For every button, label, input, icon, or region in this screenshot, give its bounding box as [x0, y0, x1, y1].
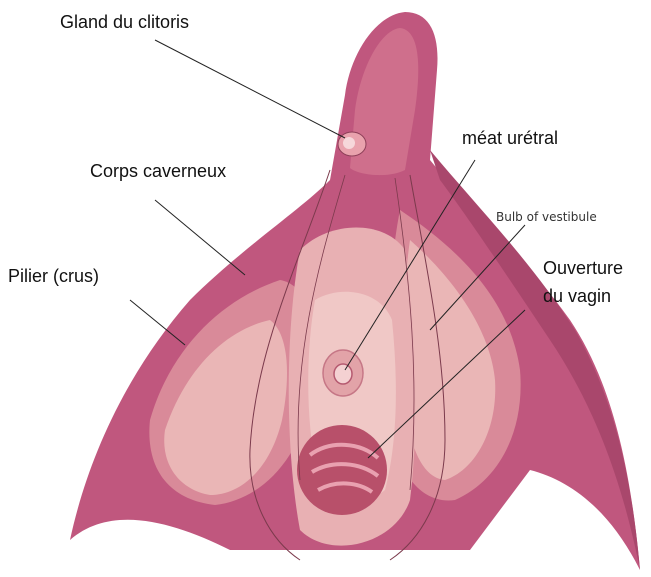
label-bulb: Bulb of vestibule	[496, 207, 597, 228]
glans-tip	[343, 137, 355, 149]
label-ouverture-line1: Ouverture	[543, 258, 623, 279]
label-gland: Gland du clitoris	[60, 12, 189, 33]
label-corps: Corps caverneux	[90, 161, 226, 182]
leader-gland	[155, 40, 345, 138]
label-ouverture-line2: du vagin	[543, 286, 611, 307]
label-pilier: Pilier (crus)	[8, 266, 99, 287]
meatus-inner	[334, 364, 352, 384]
vaginal-opening	[297, 425, 387, 515]
label-meat: méat urétral	[462, 128, 558, 149]
leader-corps	[155, 200, 245, 275]
